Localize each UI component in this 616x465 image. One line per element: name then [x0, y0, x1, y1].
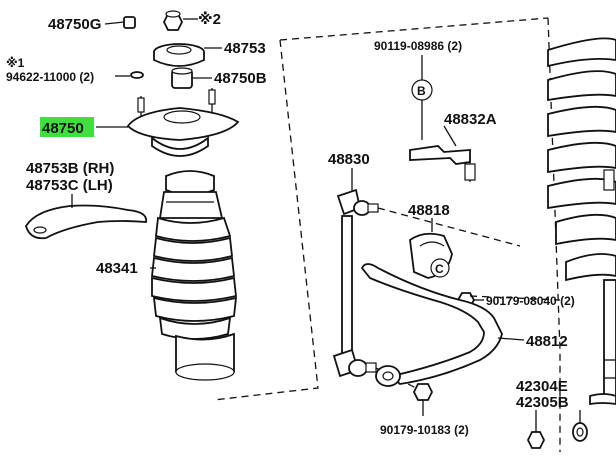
part-48830-stabilizer-link[interactable]: [332, 188, 379, 378]
part-48750-strut-mount[interactable]: [126, 88, 240, 157]
part-coil-spring[interactable]: [547, 37, 616, 282]
part-48832a-bracket[interactable]: [409, 145, 476, 182]
part-48750g-cap[interactable]: [123, 16, 136, 29]
label-ref-c: C: [435, 262, 444, 276]
label-note2: ※2: [198, 10, 221, 28]
part-42305b-washer[interactable]: [572, 410, 588, 442]
label-90179-10183: 90179-10183 (2): [380, 423, 469, 437]
ref-c-circle: [430, 258, 450, 278]
part-48750b-bushing[interactable]: [171, 67, 193, 89]
label-48818: 48818: [408, 202, 450, 219]
label-48832a: 48832A: [444, 111, 497, 128]
part-48753-bearing[interactable]: [153, 43, 205, 67]
label-48750g: 48750G: [48, 16, 101, 33]
part-94622-washer[interactable]: [130, 71, 144, 79]
part-48341-bump-stopper[interactable]: [151, 170, 238, 381]
part-48812-stabilizer-bar[interactable]: [360, 263, 503, 387]
label-note1: ※1: [6, 56, 25, 70]
label-48750[interactable]: 48750: [42, 120, 84, 137]
part-shock-absorber[interactable]: [589, 279, 616, 406]
label-42304e: 42304E: [516, 378, 568, 395]
label-48341: 48341: [96, 260, 138, 277]
label-48812: 48812: [526, 333, 568, 350]
label-48753c: 48753C (LH): [26, 177, 113, 194]
part-42304e-nut[interactable]: [526, 410, 546, 449]
part-48753b-insulator[interactable]: [25, 204, 148, 240]
label-94622: 94622-11000 (2): [6, 70, 94, 84]
part-nut-note2[interactable]: [162, 10, 184, 31]
label-42305b: 42305B: [516, 394, 569, 411]
label-ref-b: B: [417, 84, 426, 98]
label-90179-08040: 90179-08040 (2): [486, 294, 575, 308]
label-48830: 48830: [328, 151, 370, 168]
part-90179-10183-nut[interactable]: [412, 383, 434, 416]
label-48753: 48753: [224, 40, 266, 57]
highlight-48750: [40, 117, 94, 137]
label-48753b: 48753B (RH): [26, 160, 114, 177]
label-48750b: 48750B: [214, 70, 267, 87]
label-90119: 90119-08986 (2): [374, 39, 462, 53]
